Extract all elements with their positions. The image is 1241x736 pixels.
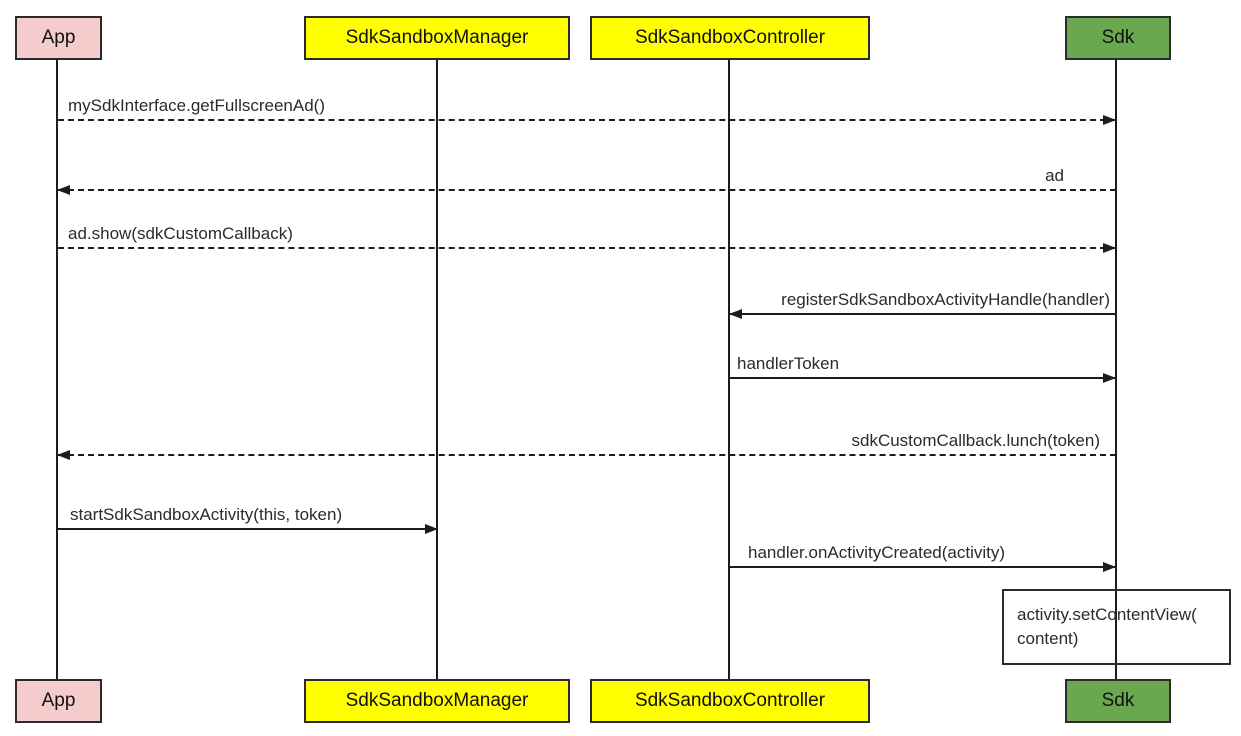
- lifeline-sdksandboxcontroller: [728, 60, 730, 679]
- participant-box-app-bottom: App: [15, 679, 102, 723]
- message-6-line: [58, 454, 1116, 456]
- arrowhead-left-icon: [729, 309, 742, 319]
- message-7-label: startSdkSandboxActivity(this, token): [70, 505, 343, 524]
- message-3-line: [58, 247, 1116, 249]
- message-8-line: [729, 566, 1116, 568]
- arrowhead-left-icon: [57, 185, 70, 195]
- message-1-line: [58, 119, 1116, 121]
- participant-box-sdksandboxmanager-bottom: SdkSandboxManager: [304, 679, 570, 723]
- message-6-label: sdkCustomCallback.lunch(token): [851, 431, 1101, 450]
- message-5-label: handlerToken: [737, 354, 840, 373]
- arrowhead-right-icon: [425, 524, 438, 534]
- message-1-label: mySdkInterface.getFullscreenAd(): [68, 96, 325, 115]
- note-box-activity-setcontentview: activity.setContentView( content): [1002, 589, 1231, 665]
- message-2-label: ad: [1045, 166, 1064, 185]
- participant-box-sdk-top: Sdk: [1065, 16, 1171, 60]
- message-7-line: [58, 528, 438, 530]
- participant-box-sdk-bottom: Sdk: [1065, 679, 1171, 723]
- arrowhead-right-icon: [1103, 243, 1116, 253]
- message-8-label: handler.onActivityCreated(activity): [748, 543, 1006, 562]
- message-2-line: [58, 189, 1116, 191]
- participant-box-app-top: App: [15, 16, 102, 60]
- arrowhead-right-icon: [1103, 115, 1116, 125]
- arrowhead-right-icon: [1103, 562, 1116, 572]
- participant-box-sdksandboxmanager-top: SdkSandboxManager: [304, 16, 570, 60]
- arrowhead-left-icon: [57, 450, 70, 460]
- message-5-line: [729, 377, 1116, 379]
- note-line: content): [1017, 629, 1079, 648]
- lifeline-app: [56, 60, 58, 679]
- message-4-line: [729, 313, 1116, 315]
- arrowhead-right-icon: [1103, 373, 1116, 383]
- participant-box-sdksandboxcontroller-bottom: SdkSandboxController: [590, 679, 870, 723]
- lifeline-sdk: [1115, 60, 1117, 679]
- participant-box-sdksandboxcontroller-top: SdkSandboxController: [590, 16, 870, 60]
- message-3-label: ad.show(sdkCustomCallback): [68, 224, 293, 243]
- note-line: activity.setContentView(: [1017, 605, 1197, 624]
- message-4-label: registerSdkSandboxActivityHandle(handler…: [781, 290, 1110, 309]
- lifeline-sdksandboxmanager: [436, 60, 438, 679]
